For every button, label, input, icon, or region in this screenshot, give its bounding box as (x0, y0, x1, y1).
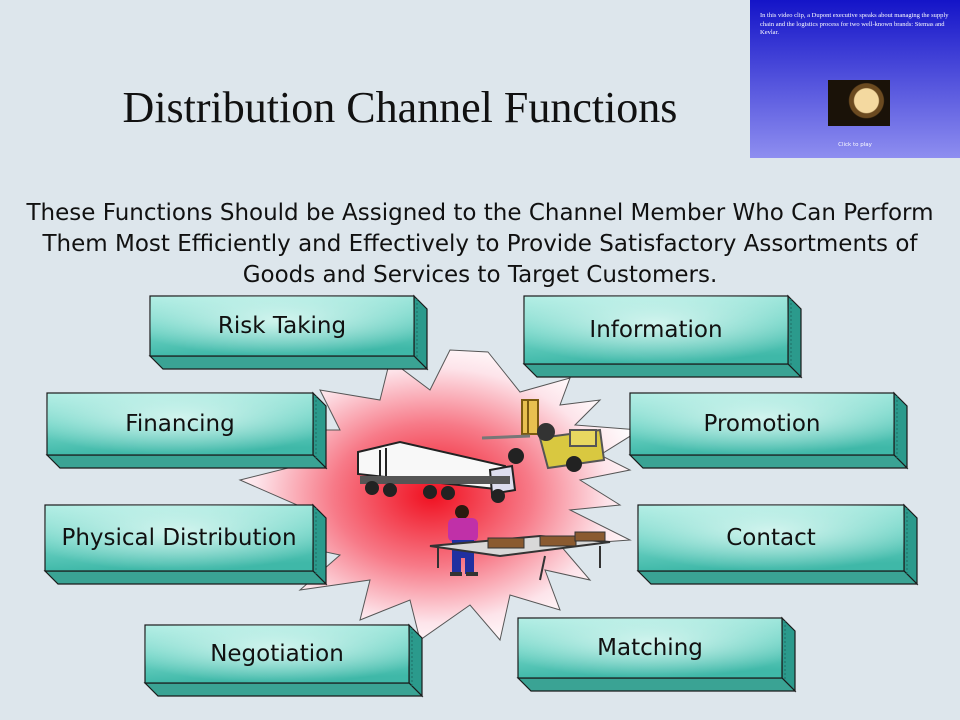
function-box-financing: Financing (45, 391, 328, 470)
page-title: Distribution Channel Functions (122, 83, 678, 132)
function-label: Negotiation (210, 641, 344, 667)
function-label: Contact (726, 525, 816, 551)
conveyor-table-icon (429, 531, 611, 581)
semi-truck-icon (357, 440, 517, 503)
box-3d-shape (522, 294, 803, 379)
function-box-physical-distribution: Physical Distribution (43, 503, 328, 586)
box-3d-shape (43, 503, 328, 586)
function-label: Physical Distribution (61, 525, 297, 551)
function-box-information: Information (522, 294, 803, 379)
box-3d-shape (148, 294, 429, 371)
video-caption: In this video clip, a Dupont executive s… (760, 12, 949, 36)
forklift-icon (481, 399, 606, 472)
video-thumbnail[interactable] (828, 80, 890, 126)
function-label: Matching (597, 635, 703, 661)
video-panel[interactable]: In this video clip, a Dupont executive s… (750, 0, 960, 158)
function-box-negotiation: Negotiation (143, 623, 424, 698)
function-label: Promotion (703, 411, 821, 437)
function-box-promotion: Promotion (628, 391, 909, 470)
box-3d-shape (516, 616, 797, 693)
function-label: Risk Taking (217, 313, 347, 339)
function-label: Information (589, 317, 723, 343)
function-label: Financing (125, 411, 235, 437)
box-3d-shape (45, 391, 328, 470)
box-3d-shape (636, 503, 919, 586)
video-play-link[interactable]: Click to play (838, 142, 872, 148)
function-box-contact: Contact (636, 503, 919, 586)
function-box-matching: Matching (516, 616, 797, 693)
box-3d-shape (628, 391, 909, 470)
function-box-risk-taking: Risk Taking (148, 294, 429, 371)
box-3d-shape (143, 623, 424, 698)
page-subtitle: These Functions Should be Assigned to th… (26, 200, 934, 288)
